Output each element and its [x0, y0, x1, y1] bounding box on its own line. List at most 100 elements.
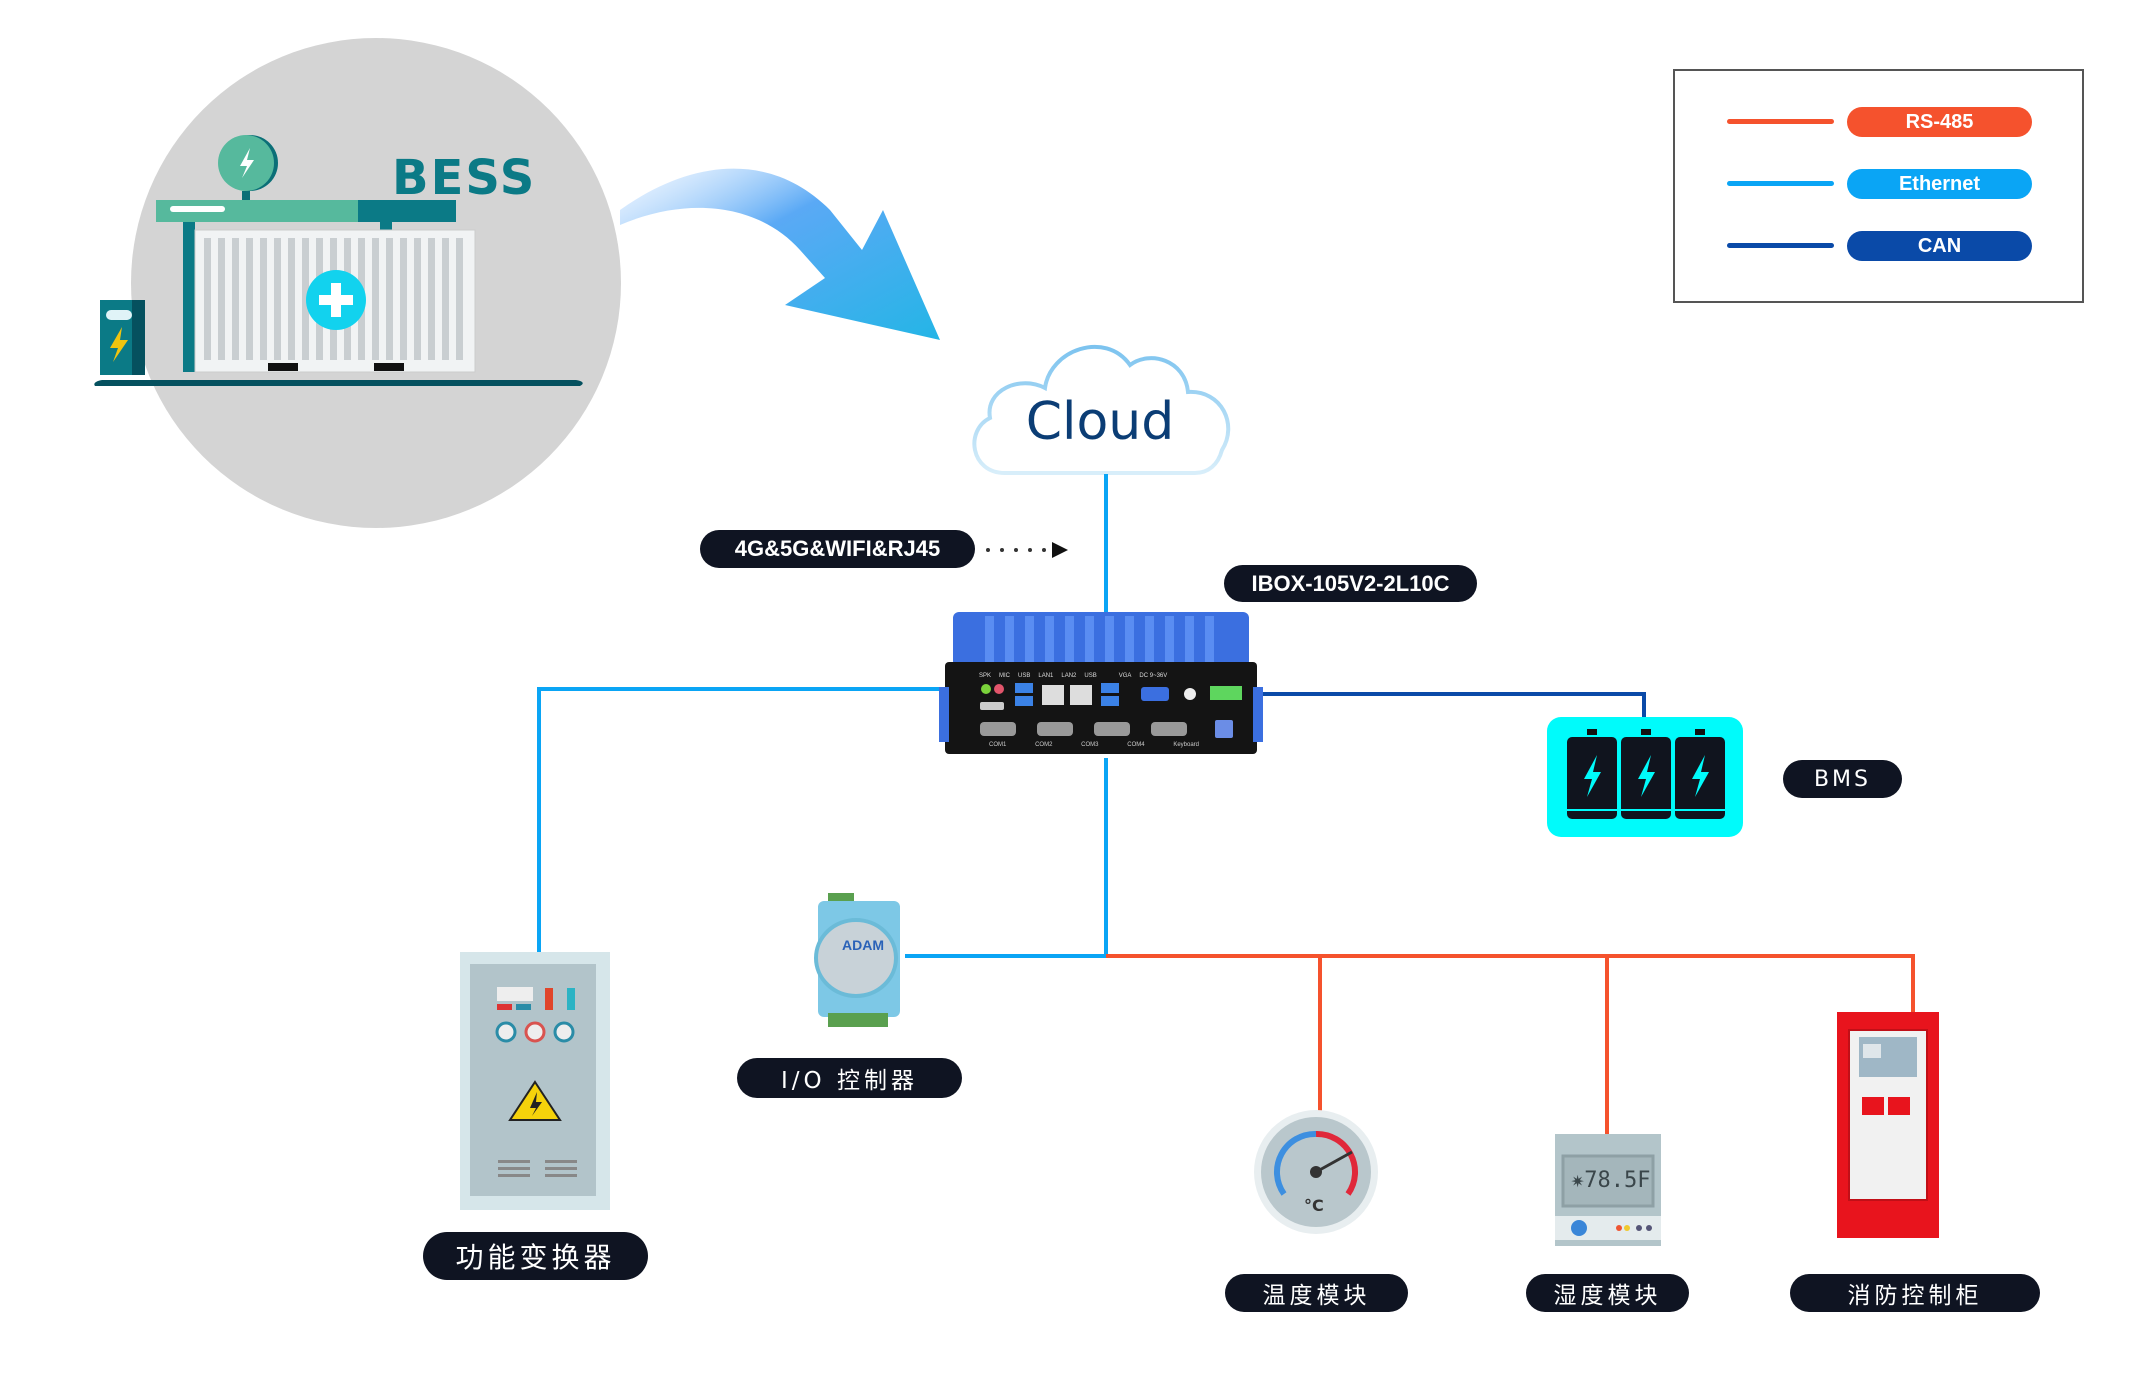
- cloud-icon: [972, 344, 1231, 475]
- container-rib: [232, 238, 239, 360]
- com-port: [1151, 722, 1187, 736]
- bess-illustration: BESS: [94, 30, 660, 530]
- gateway-device: SPK MIC USB LAN1 LAN2 USB VGA DC 9~36V C…: [939, 612, 1263, 760]
- heatsink-fin: [1065, 616, 1074, 664]
- heatsink-fin: [1045, 616, 1054, 664]
- gateway-model-badge: IBOX-105V2-2L10C: [1224, 565, 1477, 602]
- connectivity-badge: 4G&5G&WIFI&RJ45: [700, 530, 975, 568]
- bms-badge: BMS: [1783, 760, 1902, 798]
- heatsink-fin: [1145, 616, 1154, 664]
- fire-control-device: [1837, 1012, 1939, 1238]
- io-controller-badge: I/O 控制器: [737, 1058, 962, 1098]
- cloud-node: Cloud: [960, 330, 1240, 480]
- container-rib: [386, 238, 393, 360]
- container-rib: [372, 238, 379, 360]
- heatsink-fin: [1105, 616, 1114, 664]
- battery-cell-icon: [1621, 729, 1671, 819]
- humidity-badge: 湿度模块: [1526, 1274, 1689, 1312]
- port-label: COM2: [1035, 742, 1053, 748]
- container-rib: [204, 238, 211, 360]
- container-rib: [260, 238, 267, 360]
- gateway-com-labels: COM1 COM2 COM3 COM4 Keyboard: [989, 742, 1199, 748]
- container-rib: [442, 238, 449, 360]
- legend-line: [1727, 243, 1834, 248]
- ethernet-wire-pcs-v: [537, 687, 541, 955]
- container-rib: [246, 238, 253, 360]
- temperature-device: °C: [1252, 1108, 1380, 1236]
- container-rib: [302, 238, 309, 360]
- ethernet-wire-io-v: [1104, 758, 1108, 958]
- battery-pack-icon: [1547, 717, 1743, 837]
- humidity-reading: ✷78.5F: [1571, 1168, 1650, 1193]
- ethernet-wire-cloud: [1104, 474, 1108, 616]
- rs485-bus: [1106, 954, 1915, 958]
- heatsink-fin: [1165, 616, 1174, 664]
- io-controller-device: ADAM: [808, 893, 908, 1033]
- legend-item-can: CAN: [1727, 231, 2037, 261]
- can-wire-v: [1642, 692, 1646, 722]
- sun-icon: ✷: [1571, 1168, 1585, 1193]
- ethernet-wire-io-h: [905, 954, 1108, 958]
- pcs-badge: 功能变换器: [423, 1232, 648, 1280]
- temperature-unit: °C: [1304, 1196, 1324, 1215]
- thermometer-dial-icon: [1254, 1110, 1378, 1234]
- adam-module-icon: [814, 893, 900, 1027]
- fire-cabinet-icon: [1837, 1012, 1939, 1238]
- rs485-drop-temperature: [1318, 954, 1322, 1124]
- legend-item-ethernet: Ethernet: [1727, 169, 2037, 199]
- heatsink-fin: [1025, 616, 1034, 664]
- temperature-badge: 温度模块: [1225, 1274, 1408, 1312]
- port-label: COM4: [1127, 742, 1145, 748]
- port-label: VGA: [1118, 673, 1132, 679]
- pcs-device: [460, 952, 610, 1210]
- bms-device: [1547, 717, 1743, 837]
- power-cabinet-icon: [460, 952, 610, 1210]
- humidity-device: ✷78.5F: [1555, 1134, 1661, 1246]
- legend-line: [1727, 181, 1834, 186]
- battery-cell-icon: [1675, 729, 1725, 819]
- fire-control-badge: 消防控制柜: [1790, 1274, 2040, 1312]
- port-label: USB: [1018, 673, 1031, 679]
- com-port: [1037, 722, 1073, 736]
- io-brand-label: ADAM: [842, 937, 884, 953]
- humidity-value: 78.5F: [1584, 1168, 1651, 1193]
- port-label: SPK: [979, 673, 992, 679]
- container-rib: [414, 238, 421, 360]
- container-rib: [400, 238, 407, 360]
- com-port: [1094, 722, 1130, 736]
- container-rib: [218, 238, 225, 360]
- bess-title: BESS: [392, 150, 537, 206]
- port-label: COM1: [989, 742, 1007, 748]
- port-label: USB: [1084, 673, 1097, 679]
- legend-badge: Ethernet: [1847, 169, 2032, 199]
- legend-badge: RS-485: [1847, 107, 2032, 137]
- container-rib: [428, 238, 435, 360]
- heatsink-fin: [1005, 616, 1014, 664]
- port-label: COM3: [1081, 742, 1099, 748]
- humidity-meter-icon: [1555, 1134, 1661, 1246]
- legend: RS-485 Ethernet CAN: [1673, 69, 2084, 303]
- container-rib: [288, 238, 295, 360]
- legend-line: [1727, 119, 1834, 124]
- gateway-port-labels: SPK MIC USB LAN1 LAN2 USB VGA DC 9~36V: [979, 673, 1167, 679]
- port-label: MIC: [999, 673, 1011, 679]
- flow-arrow-icon: [620, 168, 940, 340]
- container-rib: [274, 238, 281, 360]
- heatsink-fin: [1205, 616, 1214, 664]
- industrial-pc-icon: [939, 612, 1263, 754]
- cloud-label: Cloud: [1025, 392, 1175, 452]
- port-label: LAN2: [1061, 673, 1077, 679]
- battery-cell-icon: [1567, 729, 1617, 819]
- legend-badge: CAN: [1847, 231, 2032, 261]
- port-label: Keyboard: [1173, 742, 1199, 748]
- port-label: DC 9~36V: [1139, 673, 1168, 679]
- heatsink-fin: [1125, 616, 1134, 664]
- legend-item-rs485: RS-485: [1727, 107, 2037, 137]
- container-rib: [456, 238, 463, 360]
- heatsink-fin: [1185, 616, 1194, 664]
- can-wire-h: [1254, 692, 1646, 696]
- ethernet-wire-pcs-h: [537, 687, 949, 691]
- com-port: [980, 722, 1016, 736]
- bess-station-icon: [94, 38, 621, 528]
- rs485-drop-humidity: [1605, 954, 1609, 1134]
